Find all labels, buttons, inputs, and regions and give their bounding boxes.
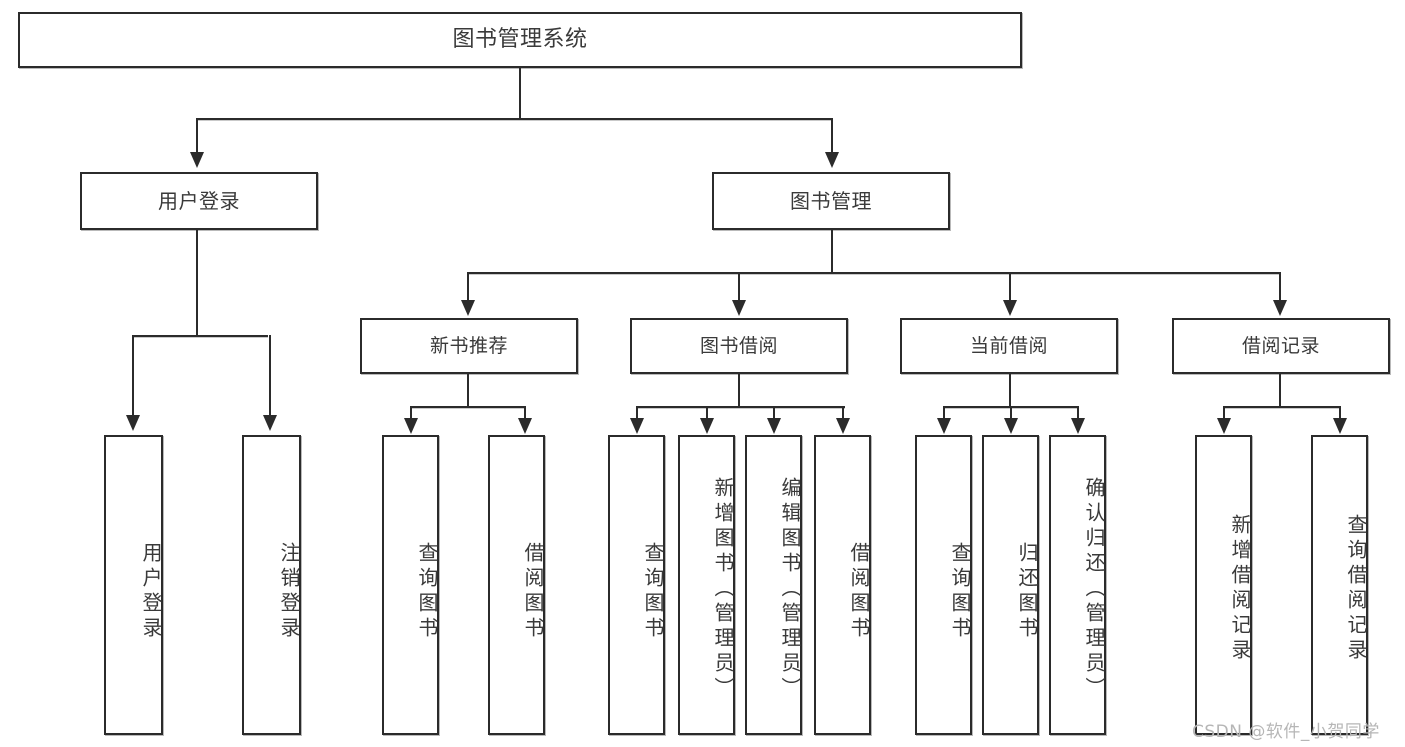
connector-borrow-record-to-leaf-2 <box>1339 406 1341 420</box>
node-current-borrow[interactable]: 当前借阅 <box>900 318 1118 374</box>
leaf-add-book-label: 新增图书（管理员） <box>711 476 735 702</box>
leaf-query-record-label: 查询借阅记录 <box>1344 514 1368 664</box>
connector-new-book-rec-to-leaf-2 <box>524 406 526 420</box>
connector-book-borrow-stem <box>738 374 740 408</box>
node-new-book-rec[interactable]: 新书推荐 <box>360 318 578 374</box>
connector-new-book-rec-bus <box>411 406 525 408</box>
leaf-query-record[interactable]: 查询借阅记录 <box>1311 435 1368 735</box>
arrow-book-borrow-to-leaf-1 <box>630 418 644 434</box>
arrow-borrow-record-to-leaf-2 <box>1333 418 1347 434</box>
leaf-query-book-3-label: 查询图书 <box>948 542 972 642</box>
connector-book-borrow-bus <box>637 406 845 408</box>
connector-root-to-user-login <box>196 118 198 154</box>
connector-borrow-record-bus <box>1224 406 1340 408</box>
leaf-logout[interactable]: 注销登录 <box>242 435 301 735</box>
node-borrow-record-label: 借阅记录 <box>1241 334 1320 357</box>
connector-book-manage-to-borrow-record <box>1279 272 1281 302</box>
connector-borrow-record-to-leaf-1 <box>1223 406 1225 420</box>
leaf-user-login-label: 用户登录 <box>139 542 163 642</box>
node-book-borrow-label: 图书借阅 <box>699 334 778 357</box>
connector-book-manage-bus <box>468 272 1280 274</box>
arrow-book-manage-to-current-borrow <box>1003 300 1017 316</box>
leaf-query-book-1[interactable]: 查询图书 <box>382 435 439 735</box>
arrow-new-book-rec-to-leaf-1 <box>404 418 418 434</box>
node-book-manage[interactable]: 图书管理 <box>712 172 950 230</box>
leaf-borrow-book-1[interactable]: 借阅图书 <box>488 435 545 735</box>
arrow-root-to-book-manage <box>825 152 839 168</box>
leaf-confirm-return[interactable]: 确认归还（管理员） <box>1049 435 1106 735</box>
node-user-login[interactable]: 用户登录 <box>80 172 318 230</box>
connector-book-borrow-to-leaf-2 <box>706 406 708 420</box>
node-user-login-label: 用户登录 <box>158 189 240 213</box>
arrow-new-book-rec-to-leaf-2 <box>518 418 532 434</box>
arrow-current-borrow-to-leaf-2 <box>1004 418 1018 434</box>
leaf-borrow-book-2-label: 借阅图书 <box>847 542 871 642</box>
leaf-user-login[interactable]: 用户登录 <box>104 435 163 735</box>
node-new-book-rec-label: 新书推荐 <box>429 334 508 357</box>
connector-user-login-stem <box>196 230 198 336</box>
node-book-borrow[interactable]: 图书借阅 <box>630 318 848 374</box>
leaf-query-book-1-label: 查询图书 <box>415 542 439 642</box>
csdn-watermark: CSDN @软件_小贺同学 <box>1192 722 1380 742</box>
leaf-return-book-label: 归还图书 <box>1015 542 1039 642</box>
connector-current-borrow-to-leaf-1 <box>943 406 945 420</box>
arrow-book-manage-to-book-borrow <box>732 300 746 316</box>
node-borrow-record[interactable]: 借阅记录 <box>1172 318 1390 374</box>
node-root-label: 图书管理系统 <box>452 27 588 52</box>
arrow-book-manage-to-borrow-record <box>1273 300 1287 316</box>
connector-current-borrow-to-leaf-2 <box>1010 406 1012 420</box>
leaf-borrow-book-2[interactable]: 借阅图书 <box>814 435 871 735</box>
connector-current-borrow-stem <box>1009 374 1011 408</box>
node-book-manage-label: 图书管理 <box>790 189 872 213</box>
connector-borrow-record-stem <box>1279 374 1281 408</box>
leaf-query-book-3[interactable]: 查询图书 <box>915 435 972 735</box>
node-root[interactable]: 图书管理系统 <box>18 12 1022 68</box>
leaf-add-book[interactable]: 新增图书（管理员） <box>678 435 735 735</box>
connector-book-borrow-to-leaf-4 <box>842 406 844 420</box>
connector-user-login-to-leaf-2 <box>269 335 271 417</box>
leaf-add-record-label: 新增借阅记录 <box>1228 514 1252 664</box>
leaf-return-book[interactable]: 归还图书 <box>982 435 1039 735</box>
connector-current-borrow-to-leaf-3 <box>1077 406 1079 420</box>
leaf-add-record[interactable]: 新增借阅记录 <box>1195 435 1252 735</box>
arrow-book-borrow-to-leaf-2 <box>700 418 714 434</box>
connector-book-manage-stem <box>831 230 833 274</box>
connector-new-book-rec-stem <box>467 374 469 408</box>
connector-book-manage-to-current-borrow <box>1009 272 1011 302</box>
arrow-current-borrow-to-leaf-3 <box>1071 418 1085 434</box>
arrow-book-borrow-to-leaf-4 <box>836 418 850 434</box>
arrow-root-to-user-login <box>190 152 204 168</box>
connector-book-borrow-to-leaf-1 <box>636 406 638 420</box>
leaf-edit-book[interactable]: 编辑图书（管理员） <box>745 435 802 735</box>
connector-root-stem <box>519 68 521 118</box>
leaf-edit-book-label: 编辑图书（管理员） <box>778 476 802 702</box>
leaf-query-book-2[interactable]: 查询图书 <box>608 435 665 735</box>
arrow-book-borrow-to-leaf-3 <box>767 418 781 434</box>
arrow-user-login-to-leaf-2 <box>263 415 277 431</box>
connector-user-login-to-leaf-1 <box>132 335 134 417</box>
arrow-book-manage-to-new-book-rec <box>461 300 475 316</box>
leaf-confirm-return-label: 确认归还（管理员） <box>1082 476 1106 702</box>
connector-book-borrow-to-leaf-3 <box>773 406 775 420</box>
node-current-borrow-label: 当前借阅 <box>969 334 1048 357</box>
connector-book-manage-to-new-book-rec <box>467 272 469 302</box>
leaf-logout-label: 注销登录 <box>277 542 301 642</box>
leaf-borrow-book-1-label: 借阅图书 <box>521 542 545 642</box>
connector-new-book-rec-to-leaf-1 <box>410 406 412 420</box>
connector-root-to-book-manage <box>831 118 833 154</box>
connector-root-bus <box>197 118 833 120</box>
arrow-borrow-record-to-leaf-1 <box>1217 418 1231 434</box>
leaf-query-book-2-label: 查询图书 <box>641 542 665 642</box>
arrow-user-login-to-leaf-1 <box>126 415 140 431</box>
connector-user-login-bus <box>133 335 268 337</box>
connector-book-manage-to-book-borrow <box>738 272 740 302</box>
arrow-current-borrow-to-leaf-1 <box>937 418 951 434</box>
